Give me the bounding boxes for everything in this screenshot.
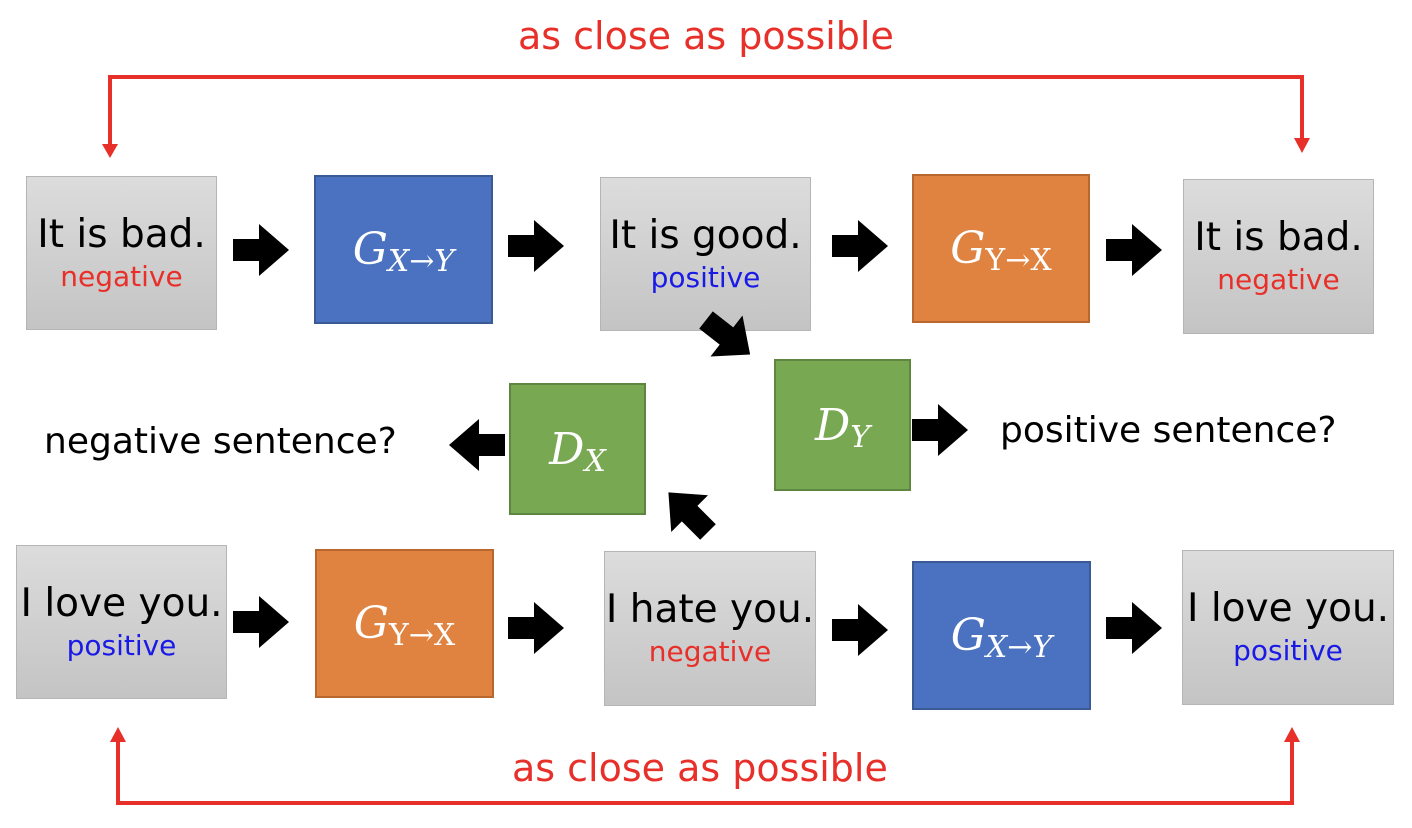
dy-question: positive sentence? — [1000, 410, 1337, 451]
bottom-output-sentence: I love you. positive — [1182, 550, 1394, 705]
sentence-text: It is bad. — [37, 211, 206, 257]
discriminator-subscript: Y — [850, 419, 871, 455]
arrow-up-icon — [110, 727, 126, 742]
arrow-right-icon — [233, 224, 289, 276]
sentiment-label: positive — [650, 260, 761, 294]
arrow-right-icon — [1106, 224, 1162, 276]
generator-symbol: G — [353, 598, 389, 649]
top-cycle-bracket — [108, 75, 1304, 146]
sentence-text: It is good. — [609, 212, 802, 258]
discriminator-subscript: X — [584, 443, 606, 479]
bottom-cycle-bracket — [116, 740, 1294, 805]
arrow-up-icon — [1284, 727, 1300, 742]
discriminator-symbol: D — [549, 423, 585, 475]
arrow-right-icon — [832, 604, 888, 656]
generator-subscript: X→Y — [985, 630, 1053, 665]
generator-symbol: G — [352, 224, 388, 275]
discriminator-symbol: D — [814, 399, 851, 451]
arrow-right-icon — [508, 220, 564, 272]
sentence-text: I love you. — [1186, 586, 1390, 632]
arrow-diagonal-icon — [650, 474, 727, 551]
sentiment-label: negative — [648, 635, 772, 669]
generator-subscript: Y→X — [388, 618, 456, 653]
arrow-left-icon — [449, 419, 505, 471]
generator-subscript: Y→X — [985, 243, 1052, 278]
sentiment-label: negative — [1217, 263, 1340, 297]
arrow-right-icon — [233, 596, 289, 648]
arrow-right-icon — [832, 220, 888, 272]
top-caption: as close as possible — [518, 14, 894, 58]
arrow-diagonal-icon — [689, 299, 767, 375]
bottom-input-sentence: I love you. positive — [16, 545, 227, 699]
sentiment-label: positive — [66, 628, 177, 662]
sentiment-label: negative — [60, 259, 183, 293]
arrow-down-icon — [102, 144, 118, 158]
dx-question: negative sentence? — [44, 421, 397, 462]
arrow-right-icon — [912, 404, 968, 456]
generator-symbol: G — [950, 610, 986, 661]
bottom-middle-sentence: I hate you. negative — [604, 551, 816, 706]
arrow-right-icon — [1106, 602, 1162, 654]
sentence-text: I love you. — [20, 580, 223, 626]
generator-symbol: G — [950, 223, 986, 274]
top-input-sentence: It is bad. negative — [26, 176, 217, 330]
arrow-down-icon — [1294, 138, 1310, 153]
top-output-sentence: It is bad. negative — [1183, 179, 1374, 334]
generator-subscript: X→Y — [387, 244, 455, 279]
sentiment-label: positive — [1233, 634, 1343, 668]
arrow-right-icon — [508, 602, 564, 654]
sentence-text: I hate you. — [605, 587, 815, 633]
bottom-caption: as close as possible — [512, 746, 888, 790]
sentence-text: It is bad. — [1194, 215, 1363, 261]
